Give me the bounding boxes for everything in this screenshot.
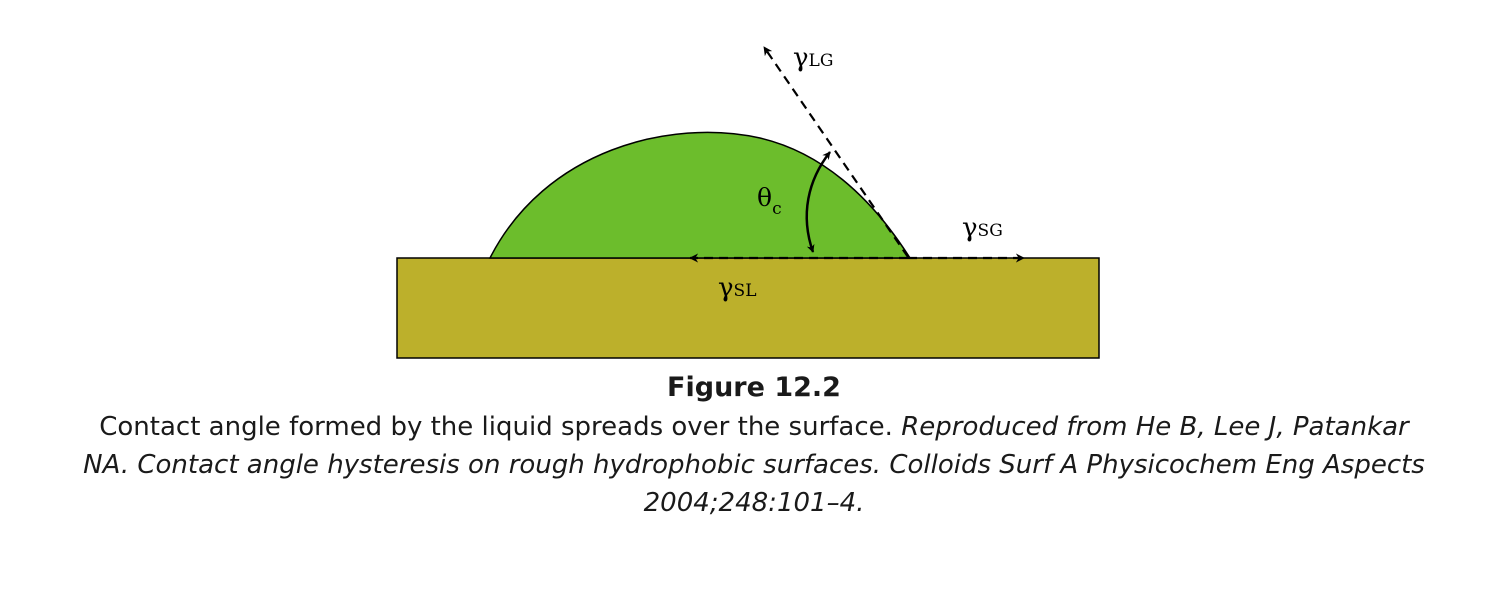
- gamma-lg-vector: [763, 46, 909, 258]
- contact-angle-diagram: γLG γSG γSL θc: [396, 43, 1100, 359]
- liquid-droplet: [488, 131, 912, 259]
- gamma-lg-label: γLG: [793, 43, 833, 73]
- figure-caption: Contact angle formed by the liquid sprea…: [74, 408, 1434, 522]
- figure-caption-block: Figure 12.2 Contact angle formed by the …: [0, 368, 1508, 522]
- gamma-sg-label: γSG: [962, 213, 1003, 243]
- contact-angle-arc: [805, 151, 831, 253]
- figure-label: Figure 12.2: [667, 372, 841, 403]
- theta-label: θc: [757, 183, 782, 219]
- caption-text: Contact angle formed by the liquid sprea…: [99, 412, 893, 442]
- caption-reference: Reproduced from He B, Lee J, Patankar NA…: [83, 412, 1425, 518]
- substrate: [396, 257, 1100, 359]
- gamma-sl-label: γSL: [718, 273, 756, 303]
